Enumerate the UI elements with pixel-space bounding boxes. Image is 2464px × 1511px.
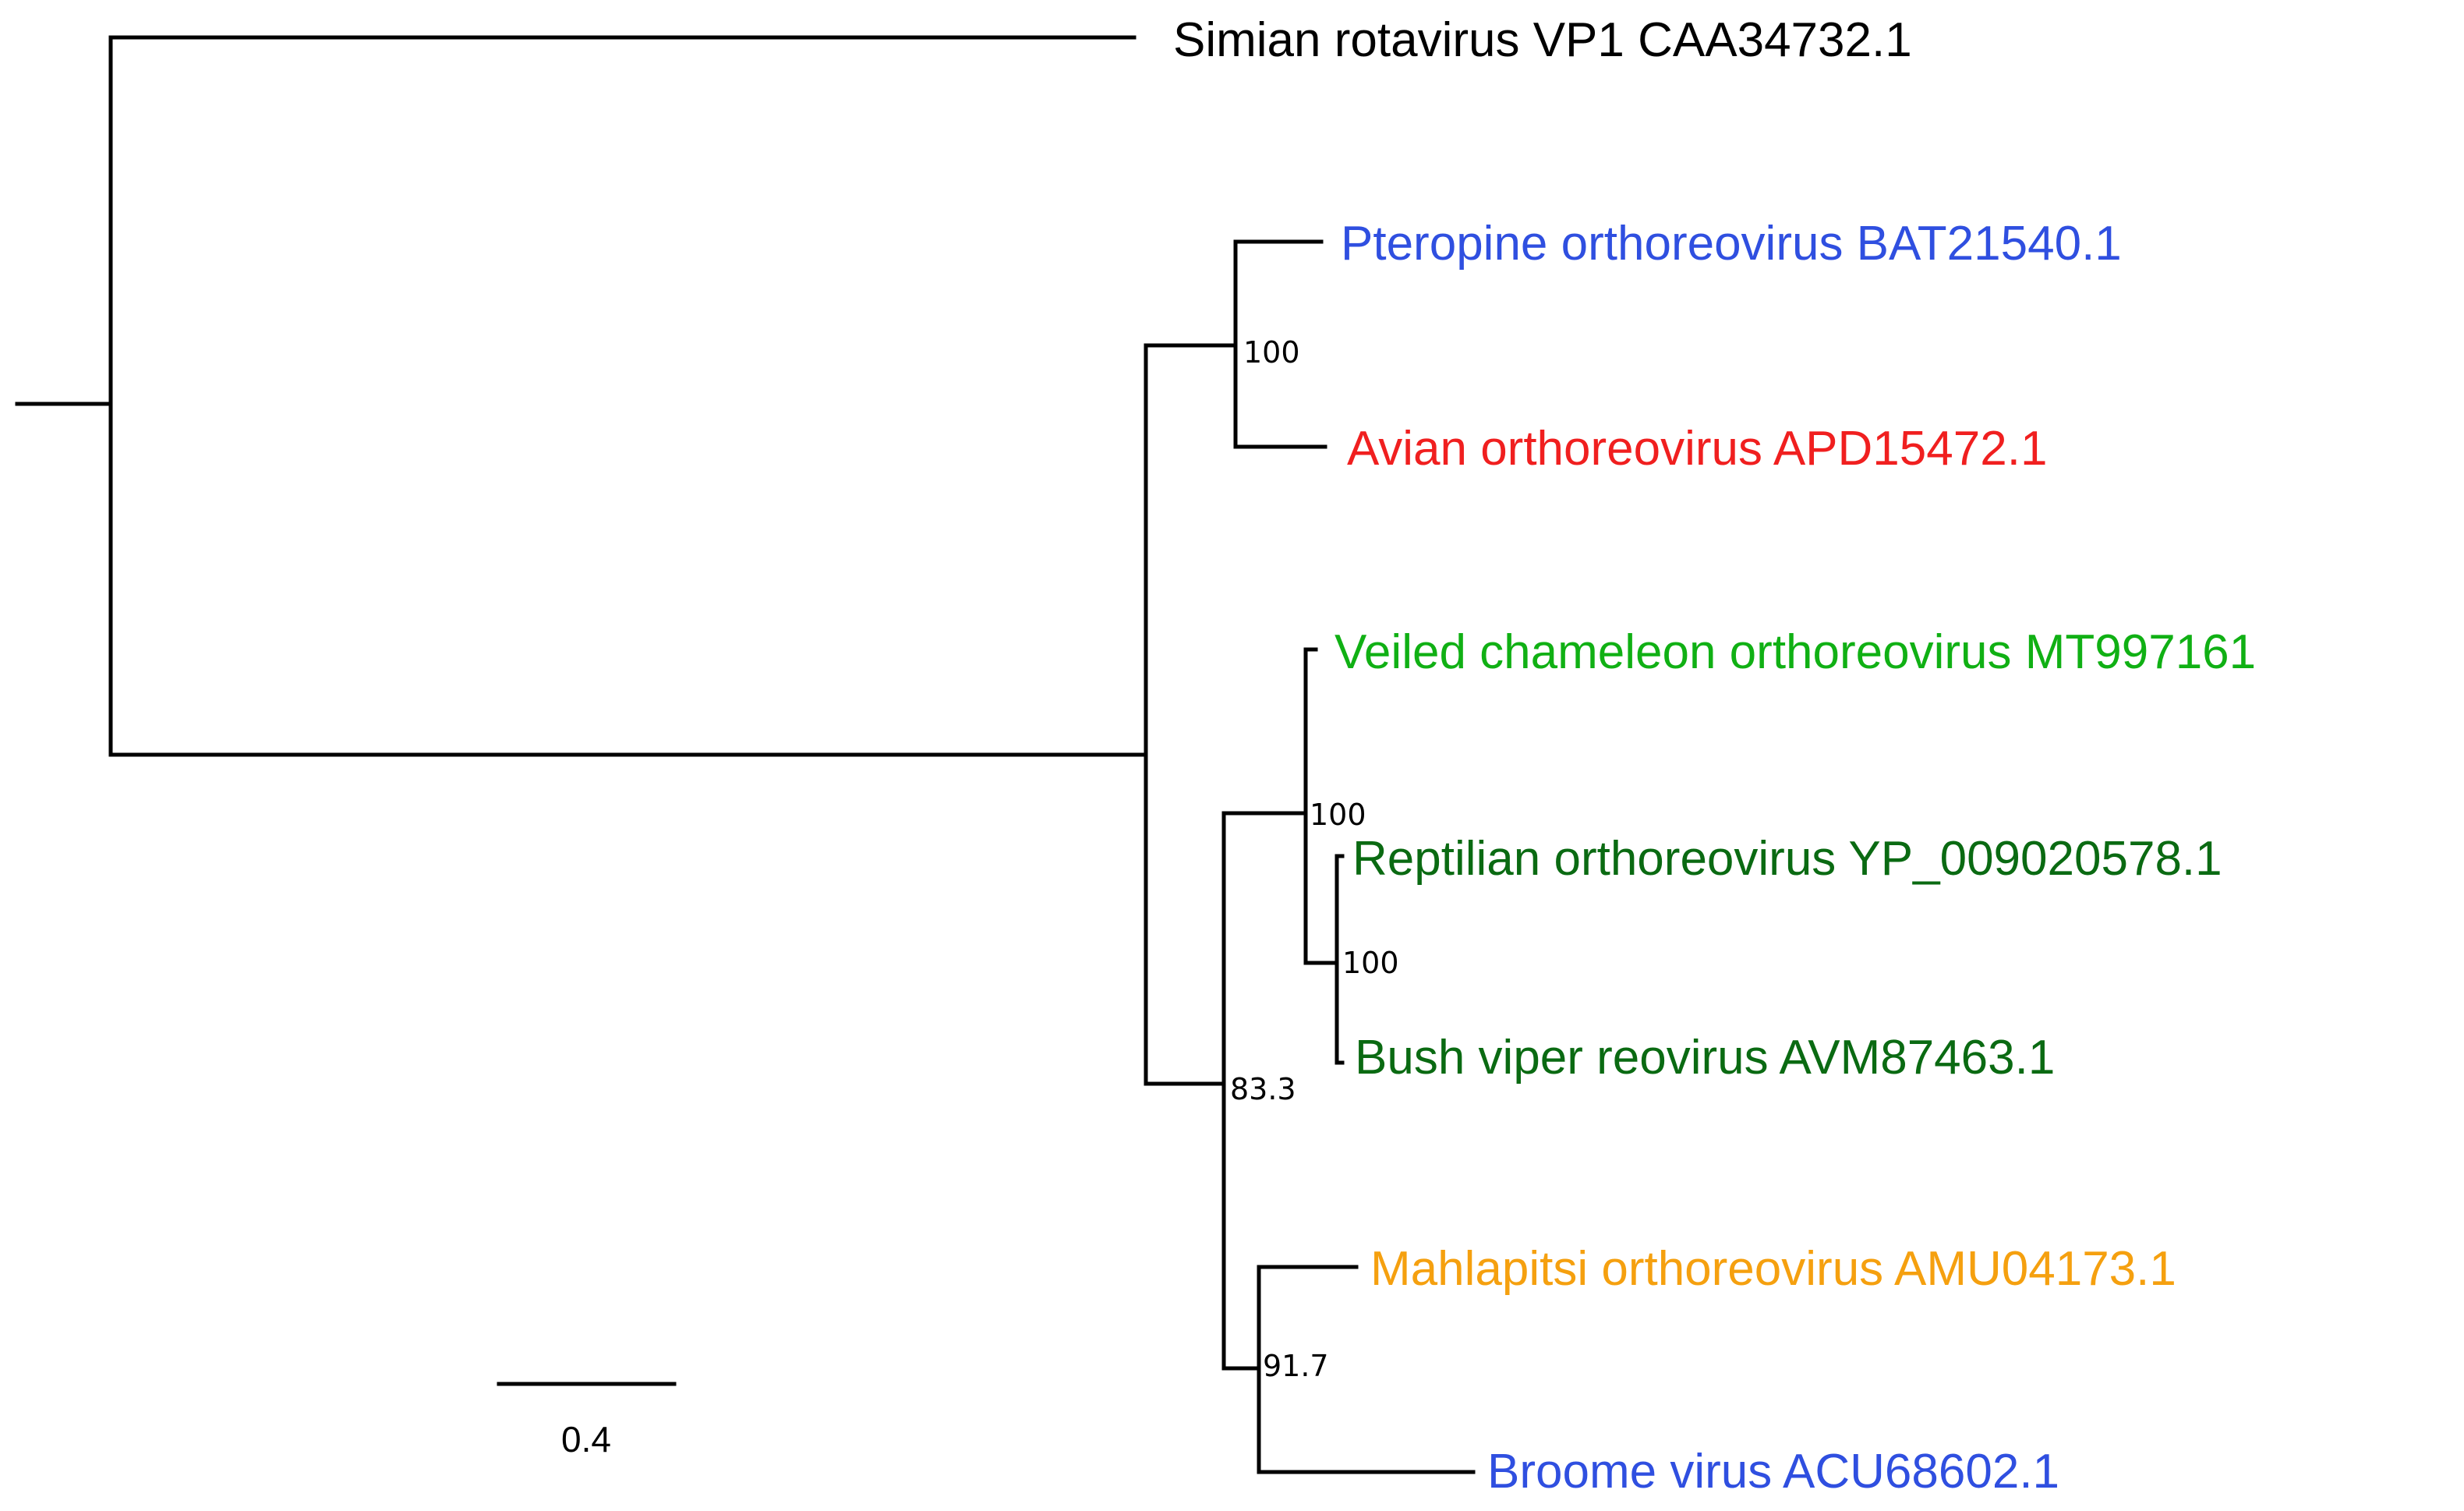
support-value: 100 bbox=[1310, 798, 1366, 832]
support-value: 91.7 bbox=[1263, 1349, 1329, 1383]
leaf-label-broome: Broome virus ACU68602.1 bbox=[1487, 1445, 2059, 1499]
leaf-label-avian: Avian orthoreovirus APD15472.1 bbox=[1347, 422, 2047, 476]
leaf-label-mahlapitsi: Mahlapitsi orthoreovirus AMU04173.1 bbox=[1370, 1242, 2176, 1296]
leaf-label-reptilian: Reptilian orthoreovirus YP_009020578.1 bbox=[1352, 832, 2222, 886]
support-value: 100 bbox=[1342, 946, 1399, 980]
scale-bar-label: 0.4 bbox=[561, 1419, 611, 1460]
leaf-label-simian: Simian rotavirus VP1 CAA34732.1 bbox=[1173, 13, 1912, 67]
support-value: 83.3 bbox=[1230, 1072, 1296, 1106]
leaf-label-chameleon: Veiled chameleon orthoreovirus MT997161 bbox=[1335, 625, 2256, 679]
leaf-label-pteropine: Pteropine orthoreovirus BAT21540.1 bbox=[1341, 217, 2122, 271]
leaf-label-bushviper: Bush viper reovirus AVM87463.1 bbox=[1355, 1031, 2055, 1085]
support-value: 100 bbox=[1243, 335, 1300, 370]
